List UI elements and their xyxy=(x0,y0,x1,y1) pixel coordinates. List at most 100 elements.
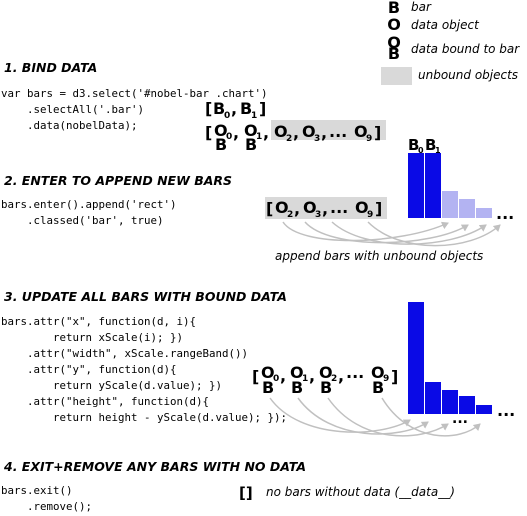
legend-unbound-swatch xyxy=(381,67,412,85)
subscript: 0 xyxy=(224,111,230,121)
comma: , xyxy=(322,199,328,218)
section-1-code-line-1: var bars = d3.select('#nobel-bar .chart'… xyxy=(1,87,268,100)
comma: , xyxy=(263,123,269,142)
bar-symbol: B xyxy=(408,136,419,154)
section-2-code-line-1: bars.enter().append('rect') xyxy=(1,198,177,211)
appended-bar xyxy=(476,208,492,218)
bar-symbol: B xyxy=(215,135,227,154)
bar-symbol: B xyxy=(240,99,252,118)
section-4-caption: no bars without data (__data__) xyxy=(266,485,455,499)
arrow xyxy=(381,397,481,437)
legend-bound-data-symbol: O xyxy=(387,33,401,52)
legend-bound-bar-symbol: B xyxy=(387,44,401,63)
subscript: 3 xyxy=(314,134,320,144)
section-1-code-line-2: .selectAll('.bar') xyxy=(1,103,145,116)
data-symbol: O xyxy=(371,363,385,382)
bar-symbol: B xyxy=(320,378,332,397)
section-3-code-line-7: return height - yScale(d.value); }); xyxy=(1,411,288,424)
subscript: 9 xyxy=(366,134,372,144)
unbound-highlight-section-2 xyxy=(265,197,387,219)
bar-symbol: B xyxy=(425,136,436,154)
legend-data-label: data object xyxy=(411,18,479,32)
arrow xyxy=(327,397,449,437)
comma: , xyxy=(321,123,327,142)
bar-selection-bracket-close: ] xyxy=(259,99,266,118)
comma: , xyxy=(233,123,239,142)
data-symbol: O xyxy=(302,122,316,141)
data-symbol: O xyxy=(303,198,317,217)
subscript: 2 xyxy=(331,374,337,384)
subscript: 1 xyxy=(251,111,257,121)
bar-symbol: B xyxy=(262,378,274,397)
data-symbol: O xyxy=(355,198,369,217)
ellipsis: ... xyxy=(346,363,364,382)
subscript: 1 xyxy=(435,146,441,155)
data-symbol: O xyxy=(244,121,258,140)
bar-symbol: B xyxy=(372,378,384,397)
bar-symbol: B xyxy=(245,135,257,154)
legend-unbound-label: unbound objects xyxy=(418,68,519,82)
arrow xyxy=(331,221,487,245)
bound-list-bracket-open: [ xyxy=(252,367,259,386)
data-symbol: O xyxy=(319,363,333,382)
section-3-code-line-3: .attr("width", xScale.rangeBand()) xyxy=(1,347,249,360)
section-3-arrows xyxy=(269,397,481,437)
section-3-code-line-4: .attr("y", function(d){ xyxy=(1,363,177,376)
bound-bar xyxy=(459,396,475,414)
section-4-heading: 4. EXIT+REMOVE ANY BARS WITH NO DATA xyxy=(4,459,306,474)
section-4-code-line-2: .remove(); xyxy=(1,500,93,513)
section-3-code-line-1: bars.attr("x", function(d, i){ xyxy=(1,315,197,328)
bound-bar xyxy=(442,390,458,414)
data-symbol: O xyxy=(290,363,304,382)
subscript: 9 xyxy=(367,210,373,220)
data-symbol: O xyxy=(261,363,275,382)
empty-selection-bracket: [] xyxy=(239,484,253,502)
subscript: 0 xyxy=(418,146,424,155)
comma: , xyxy=(338,366,344,385)
ellipsis: ... xyxy=(329,122,347,141)
section-2-arrows xyxy=(282,221,501,247)
section-3-heading: 3. UPDATE ALL BARS WITH BOUND DATA xyxy=(4,289,287,304)
section-3-code-line-2: return xScale(i); }) xyxy=(1,331,184,344)
section-2-bars xyxy=(408,153,492,218)
bound-bar xyxy=(425,382,441,414)
comma: , xyxy=(309,366,315,385)
subscript: 0 xyxy=(226,132,232,142)
appended-bar xyxy=(442,191,458,218)
bar-symbol: B xyxy=(291,378,303,397)
section-3-code-line-5: return yScale(d.value); }) xyxy=(1,379,223,392)
bound-bar xyxy=(408,153,424,218)
appended-bar xyxy=(459,199,475,218)
ellipsis: ... xyxy=(452,411,468,427)
unbound-highlight-section-1 xyxy=(271,120,386,140)
bound-list-bracket-close: ] xyxy=(391,367,398,386)
subscript: 1 xyxy=(256,132,262,142)
bar-selection-bracket-open: [ xyxy=(205,99,212,118)
subscript: 1 xyxy=(302,374,308,384)
data-list-bracket-close: ] xyxy=(374,123,381,142)
data-symbol: O xyxy=(275,198,289,217)
section-3-code-line-6: .attr("height", function(d){ xyxy=(1,395,210,408)
legend-bar-label: bar xyxy=(411,0,431,14)
comma: , xyxy=(280,366,286,385)
section-1-code-line-3: .data(nobelData); xyxy=(1,119,138,132)
section-1-heading: 1. BIND DATA xyxy=(4,60,98,75)
section-2-code-line-2: .classed('bar', true) xyxy=(1,214,164,227)
legend-bar-symbol: B xyxy=(387,0,401,17)
section-2-heading: 2. ENTER TO APPEND NEW BARS xyxy=(4,173,233,188)
subscript: 0 xyxy=(273,374,279,384)
legend-data-symbol: O xyxy=(387,15,401,34)
ellipsis: ... xyxy=(496,204,514,223)
ellipsis: ... xyxy=(330,198,348,217)
data-symbol: O xyxy=(354,122,368,141)
data-symbol: O xyxy=(274,122,288,141)
comma: , xyxy=(293,123,299,142)
subscript: 3 xyxy=(315,210,321,220)
section-4-code-line-1: bars.exit() xyxy=(1,484,73,497)
data-symbol: O xyxy=(214,121,228,140)
arrow xyxy=(269,397,411,433)
section-3-bars xyxy=(408,302,492,414)
bound-bar xyxy=(476,405,492,414)
section-2-caption: append bars with unbound objects xyxy=(275,249,484,263)
bound-bar xyxy=(425,153,441,218)
